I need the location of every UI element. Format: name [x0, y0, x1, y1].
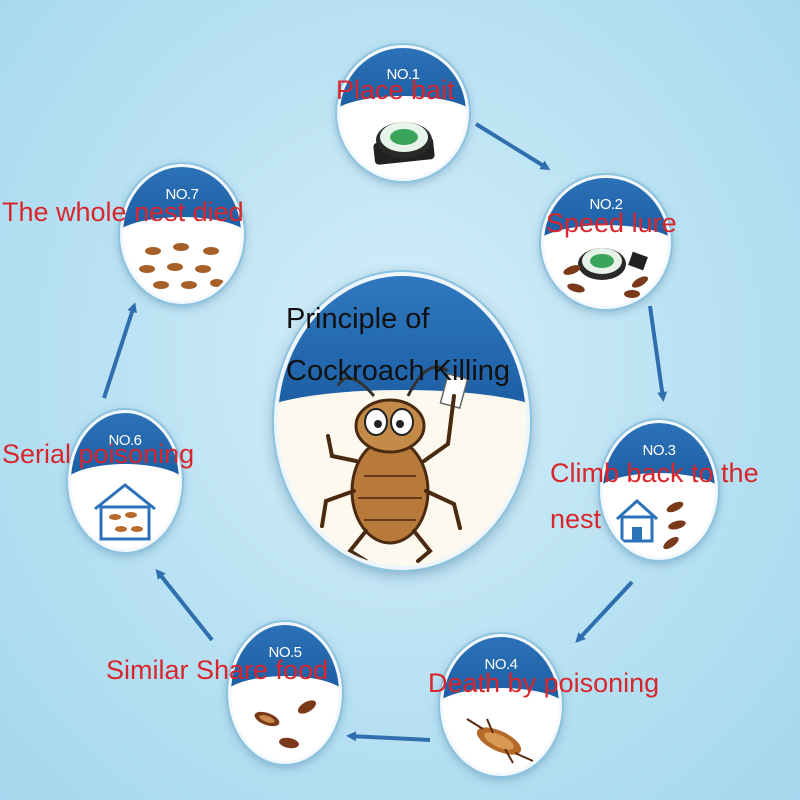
step-5-circle: NO.5 [228, 622, 342, 764]
step-6-circle: NO.6 [68, 410, 182, 552]
arrow-6-to-7 [102, 302, 137, 399]
arrow-1-to-2 [474, 122, 551, 171]
step-6-number: NO.6 [108, 432, 142, 450]
step-3-circle: NO.3 [600, 420, 718, 560]
arrow-2-to-3 [648, 305, 668, 402]
step-2-number: NO.2 [589, 195, 623, 213]
step-7-number: NO.7 [165, 185, 199, 203]
step-1-label: Place bait [336, 75, 455, 105]
diagram-title-line-2: Cockroach Killing [286, 355, 511, 387]
step-2-label: Speed lure [546, 208, 677, 238]
step-4-label: Death by poisoning [428, 668, 660, 698]
step-3-label: Climb back to the nest [550, 458, 759, 534]
house-icon [615, 498, 686, 550]
step-4-circle: NO.4 [440, 634, 562, 776]
step-7-circle: NO.7 [120, 164, 244, 304]
step-5-label: Similar Share food [106, 655, 329, 685]
step-1-circle: NO.1 [337, 45, 469, 181]
step-7-label: The whole nest died [2, 197, 244, 227]
diagram-title-line-1: Principle of [286, 303, 430, 335]
cockroaches-sharing-icon [254, 700, 317, 749]
dead-cockroach-icon [466, 718, 534, 764]
step-1-number: NO.1 [386, 66, 420, 84]
step-2-circle: NO.2 [541, 175, 671, 309]
center-circle [274, 272, 530, 570]
cockroach-mascot-icon [320, 365, 469, 563]
bait-trap-icon [373, 122, 435, 165]
dead-cockroaches-icon [139, 243, 224, 289]
step-6-label: Serial poisoning [2, 439, 195, 469]
arrow-5-to-6 [155, 568, 214, 642]
bait-with-cockroaches-icon [563, 248, 649, 298]
step-4-number: NO.4 [484, 656, 518, 674]
arrow-3-to-4 [575, 580, 634, 643]
step-5-number: NO.5 [268, 644, 302, 662]
arrow-4-to-5 [346, 731, 431, 742]
house-with-cockroaches-icon [94, 483, 156, 541]
step-3-number: NO.3 [642, 441, 676, 459]
